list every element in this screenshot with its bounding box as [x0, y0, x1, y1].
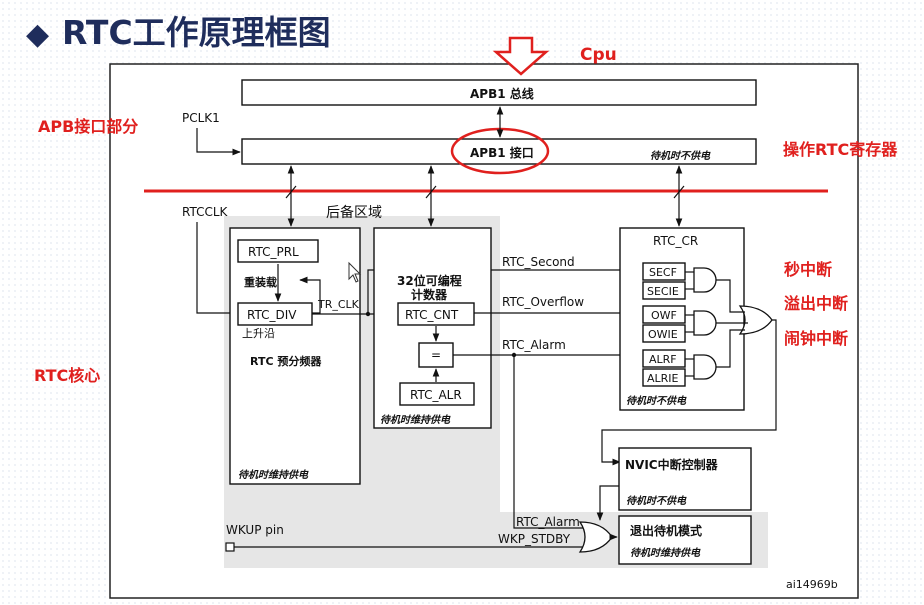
apb-part-annotation: APB接口部分 [38, 117, 138, 136]
page-title: RTC工作原理框图 [62, 13, 331, 52]
and-gate-overflow-icon [693, 310, 717, 336]
backup-domain-label: 后备区域 [326, 204, 382, 221]
tr-clk-label: TR_CLK [317, 298, 360, 311]
alrie-box [642, 368, 686, 387]
rtc-cr-standby-label: 待机时不供电 [626, 395, 687, 407]
or-gate-icon [738, 305, 773, 335]
apb1-interface-box [241, 138, 757, 165]
secie-label: SECIE [647, 285, 679, 298]
exit-standby-label: 退出待机模式 [630, 523, 702, 538]
prescaler-block [229, 227, 361, 485]
rtc-cnt-box [397, 302, 475, 326]
slash-1 [285, 185, 297, 199]
figure-id: ai14969b [786, 578, 838, 591]
rtc-prl-label: RTC_PRL [248, 245, 299, 259]
wkup-pin-square [225, 542, 235, 552]
ovf-int-annotation: 溢出中断 [784, 294, 848, 313]
exit-standby-block [618, 515, 752, 565]
nvic-to-or2-wire [596, 485, 619, 521]
rtc-div-label: RTC_DIV [247, 308, 297, 322]
eq-comparator-box [418, 342, 454, 368]
alrf-label: ALRF [649, 353, 677, 366]
wkp-stdby-label: WKP_STDBY [498, 532, 571, 546]
owf-label: OWF [651, 309, 677, 322]
owie-label: OWIE [648, 328, 678, 341]
or-gate-wakeup-icon [578, 521, 613, 553]
rtc-alarm2-label: RTC_Alarm [516, 515, 580, 529]
pclk1-label: PCLK1 [182, 111, 220, 125]
nvic-label: NVIC中断控制器 [625, 457, 719, 472]
alrie-label: ALRIE [647, 372, 679, 385]
gate1-to-or [716, 279, 745, 313]
slash-3 [673, 185, 685, 199]
nvic-block [618, 447, 752, 511]
apb1-interface-label: APB1 接口 [470, 145, 534, 160]
nvic-standby-label: 待机时不供电 [626, 495, 687, 507]
secie-box [642, 281, 686, 300]
alarm-int-annotation: 闹钟中断 [784, 329, 848, 348]
and-gate-second-icon [693, 267, 717, 293]
rtcclk-wire [196, 222, 239, 317]
rtc-second-wire [367, 266, 642, 314]
op-register-annotation: 操作RTC寄存器 [783, 140, 898, 159]
rtc-cnt-label: RTC_CNT [405, 308, 459, 322]
exit-standby-standby-label: 待机时维持供电 [630, 547, 701, 559]
cpu-label: Cpu [580, 45, 617, 65]
rtc-alarm-label: RTC_Alarm [502, 338, 566, 352]
rtcclk-label: RTCCLK [182, 205, 229, 219]
counter-title-1: 32位可编程 [397, 273, 462, 288]
rtc-cr-label: RTC_CR [653, 234, 698, 248]
apb1-standby-off-label: 待机时不供电 [650, 150, 711, 162]
pclk1-wire [196, 128, 241, 156]
apb1-bus-label: APB1 总线 [470, 86, 534, 101]
apb1-bus-box [241, 79, 757, 106]
gate3-to-or [716, 329, 745, 368]
title-bullet: ◆ [26, 17, 49, 52]
owie-box [642, 324, 686, 343]
counter-standby-label: 待机时维持供电 [380, 414, 451, 426]
secf-label: SECF [649, 266, 677, 279]
prescaler-standby-label: 待机时维持供电 [238, 469, 309, 481]
rtc-core-annotation: RTC核心 [34, 366, 100, 385]
alarm-to-exit-wire [513, 355, 583, 529]
slash-2 [425, 185, 437, 199]
rtc-alr-box [399, 382, 475, 406]
wkup-pin-label: WKUP pin [226, 523, 284, 537]
counter-title-2: 计数器 [411, 287, 448, 302]
rising-edge-label: 上升沿 [242, 327, 275, 340]
reload-feedback-wire [299, 276, 321, 314]
or-to-nvic-wire [601, 319, 777, 466]
reload-label: 重装载 [244, 275, 277, 289]
rtc-alr-label: RTC_ALR [410, 388, 462, 402]
mouse-cursor-icon [348, 261, 362, 283]
prescaler-label: RTC 预分频器 [250, 354, 322, 368]
sec-int-annotation: 秒中断 [784, 260, 832, 279]
rtc-prl-box [237, 239, 319, 263]
cpu-down-arrow-icon [492, 36, 550, 76]
rtc-overflow-label: RTC_Overflow [502, 295, 584, 309]
eq-comparator-label: = [431, 348, 441, 362]
and-gate-alarm-icon [693, 354, 717, 380]
rtc-second-label: RTC_Second [502, 255, 575, 269]
